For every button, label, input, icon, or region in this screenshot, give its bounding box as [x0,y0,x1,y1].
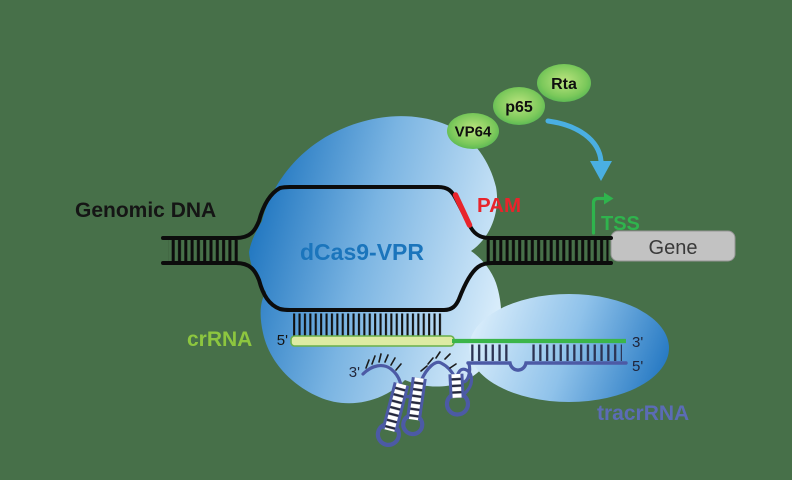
tracrrna-stem-connector-2 [419,360,457,383]
tss-arrow [591,192,614,235]
tracrrna-tail-hatches [365,353,402,371]
activator-rta-label: Rta [551,76,577,93]
activator-vp64-label: VP64 [455,124,492,141]
tracrrna-5prime-label: 5' [632,358,643,375]
tracrrna-3prime-label: 3' [349,364,360,381]
pam-site-highlight [452,192,473,228]
crrna-spacer [290,335,455,347]
dna-ladder-left [168,240,241,263]
crrna-5prime-label: 5' [277,332,288,349]
dna-ladder-right [486,240,609,263]
genomic-dna-label: Genomic DNA [75,199,216,222]
dna-crrna-hybrid-ticks [293,313,443,337]
activator-rta [537,64,591,102]
activator-p65-label: p65 [505,99,533,116]
tracrrna-stem-3 [444,373,471,417]
gene-box [610,230,736,262]
gene-label: Gene [649,237,698,259]
tracrrna-nexus-loop [456,362,474,398]
tracrrna-stem-2 [401,376,427,437]
tracrrna-stem-1 [375,382,410,447]
activator-p65 [493,87,545,125]
tss-label: TSS [601,213,640,235]
tracrrna-connector-hatches [420,351,457,372]
tracrrna-label: tracrRNA [597,402,689,425]
genomic-dna-lower-strand [161,261,613,312]
activator-vp64 [447,113,499,149]
crrna-3prime-label: 3' [632,334,643,351]
tracrrna-3prime-tail [361,363,403,388]
crrna-label: crRNA [187,328,252,351]
tracrrna-duplex-line [466,361,628,372]
dcas9-vpr-label: dCas9-VPR [300,239,424,265]
crrna-tracrrna-duplex-ticks-left [470,344,510,361]
activation-arrow [545,118,612,181]
pam-label: PAM [477,194,521,217]
crrna-tracrrna-duplex-ticks-right [528,344,622,361]
